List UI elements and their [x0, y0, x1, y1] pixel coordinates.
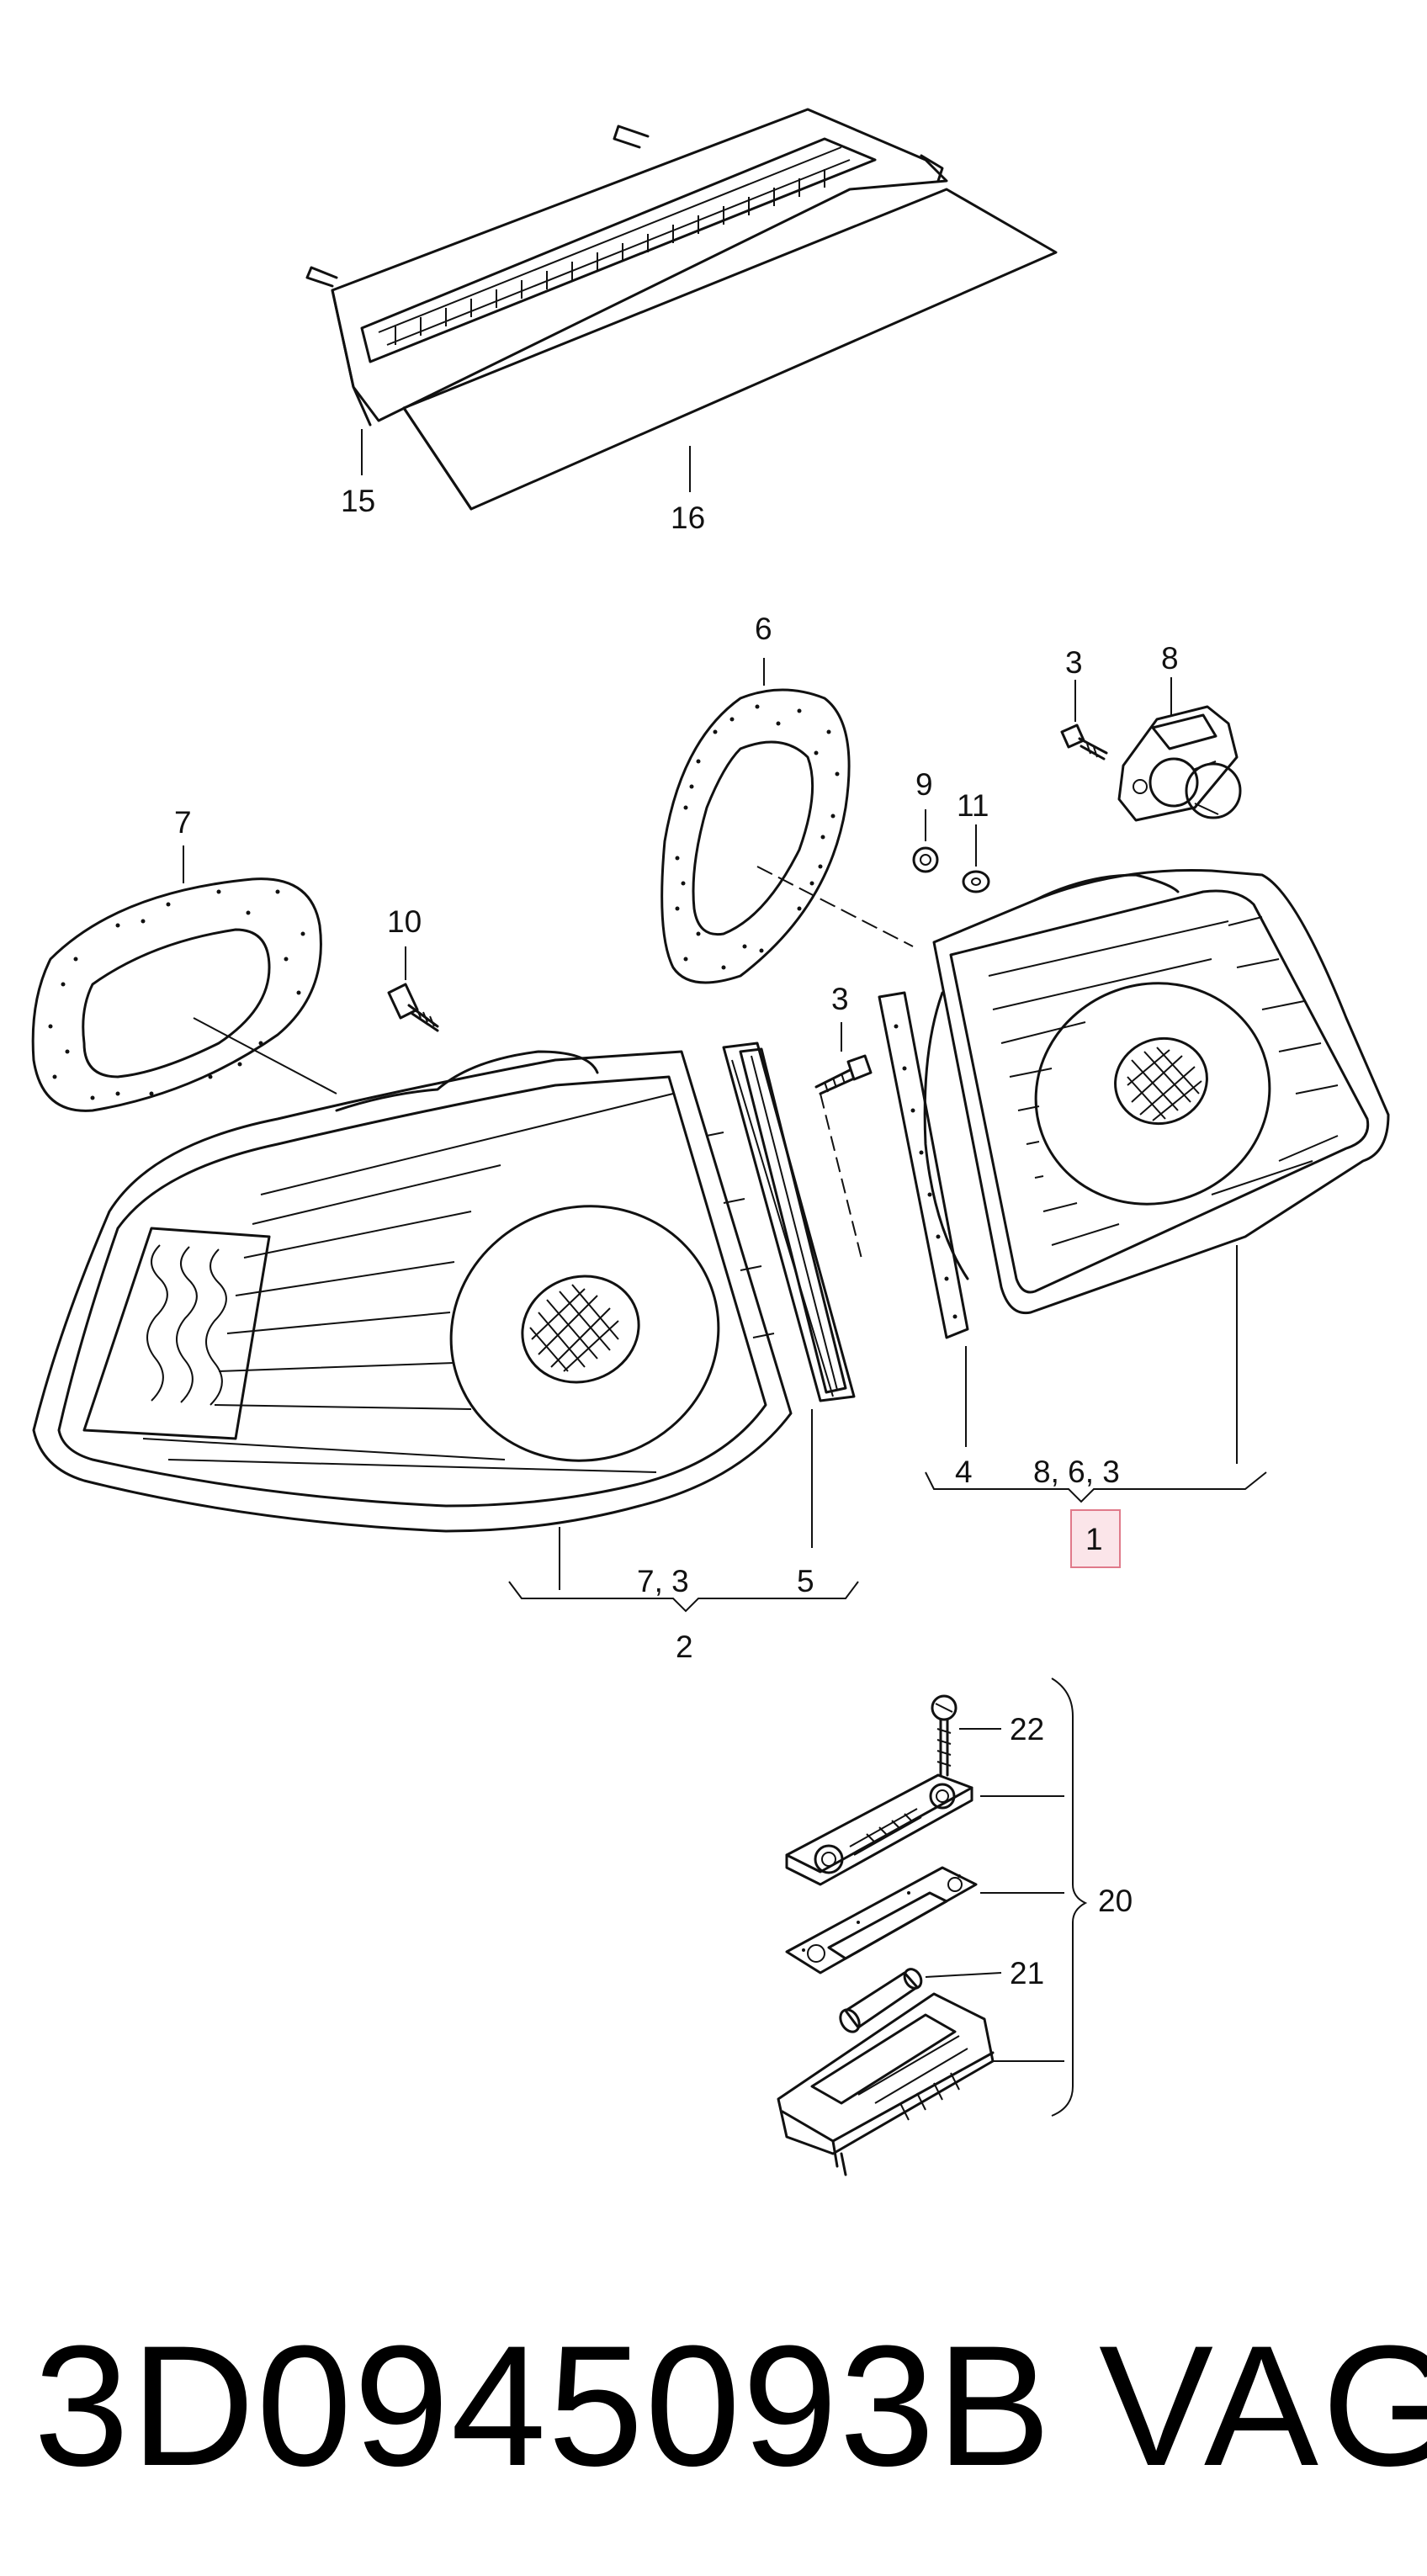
screw-10	[387, 983, 439, 1032]
tail-lamp-outer	[32, 1050, 793, 1533]
callout-22: 22	[1010, 1712, 1044, 1746]
leader-21	[925, 1972, 1002, 1978]
gasket-inner	[660, 688, 851, 984]
group1-items: 8, 6, 3	[1033, 1455, 1120, 1489]
callout-16: 16	[671, 501, 705, 535]
callout-8: 8	[1161, 641, 1179, 676]
callout-3-top: 3	[1065, 645, 1083, 680]
nut-9	[912, 846, 939, 873]
screw-3-top	[1060, 724, 1108, 761]
screw-22	[931, 1694, 958, 1777]
bracket-20	[980, 1678, 1088, 2117]
group2-items: 7, 3	[637, 1564, 689, 1598]
lamp-housing	[777, 1992, 995, 2176]
washer-11	[962, 870, 990, 893]
leader-3-middle-dash	[820, 1093, 863, 1263]
group-bracket-1	[925, 1471, 1267, 1503]
callout-15: 15	[341, 484, 375, 518]
leader-6-to-lamp	[756, 866, 914, 947]
callout-20: 20	[1098, 1884, 1133, 1918]
brake-light-lens	[402, 188, 1058, 511]
callout-7: 7	[174, 805, 192, 840]
part-number: 3D0945093B	[34, 2310, 1053, 2502]
callout-5: 5	[797, 1564, 814, 1598]
leader-7-to-lamp	[193, 1017, 337, 1095]
footer: 3D0945093B VAG	[0, 2305, 1427, 2507]
brand-name: VAG	[1099, 2310, 1427, 2502]
lamp-gasket	[785, 1866, 978, 1974]
bulb-holder-8	[1117, 705, 1242, 822]
callout-9: 9	[915, 767, 933, 802]
callout-1: 1	[1085, 1522, 1103, 1556]
callout-2: 2	[676, 1630, 693, 1664]
callout-10: 10	[387, 904, 422, 939]
festoon-bulb-21	[839, 1968, 923, 2033]
screw-3-middle	[814, 1054, 873, 1095]
gasket-outer	[31, 877, 322, 1112]
seal-strip-5	[722, 1042, 856, 1402]
callout-11: 11	[957, 788, 989, 823]
callout-4: 4	[955, 1455, 973, 1489]
callout-21: 21	[1010, 1956, 1044, 1990]
highlight-box-1	[1070, 1509, 1121, 1568]
tail-lamp-inner	[923, 868, 1390, 1315]
high-mount-brake-light	[305, 108, 948, 427]
callout-3-middle: 3	[831, 982, 849, 1016]
lamp-lens-cover	[785, 1773, 973, 1886]
seal-strip-4	[878, 991, 969, 1339]
callout-6: 6	[755, 612, 772, 646]
group-bracket-2	[508, 1581, 859, 1613]
